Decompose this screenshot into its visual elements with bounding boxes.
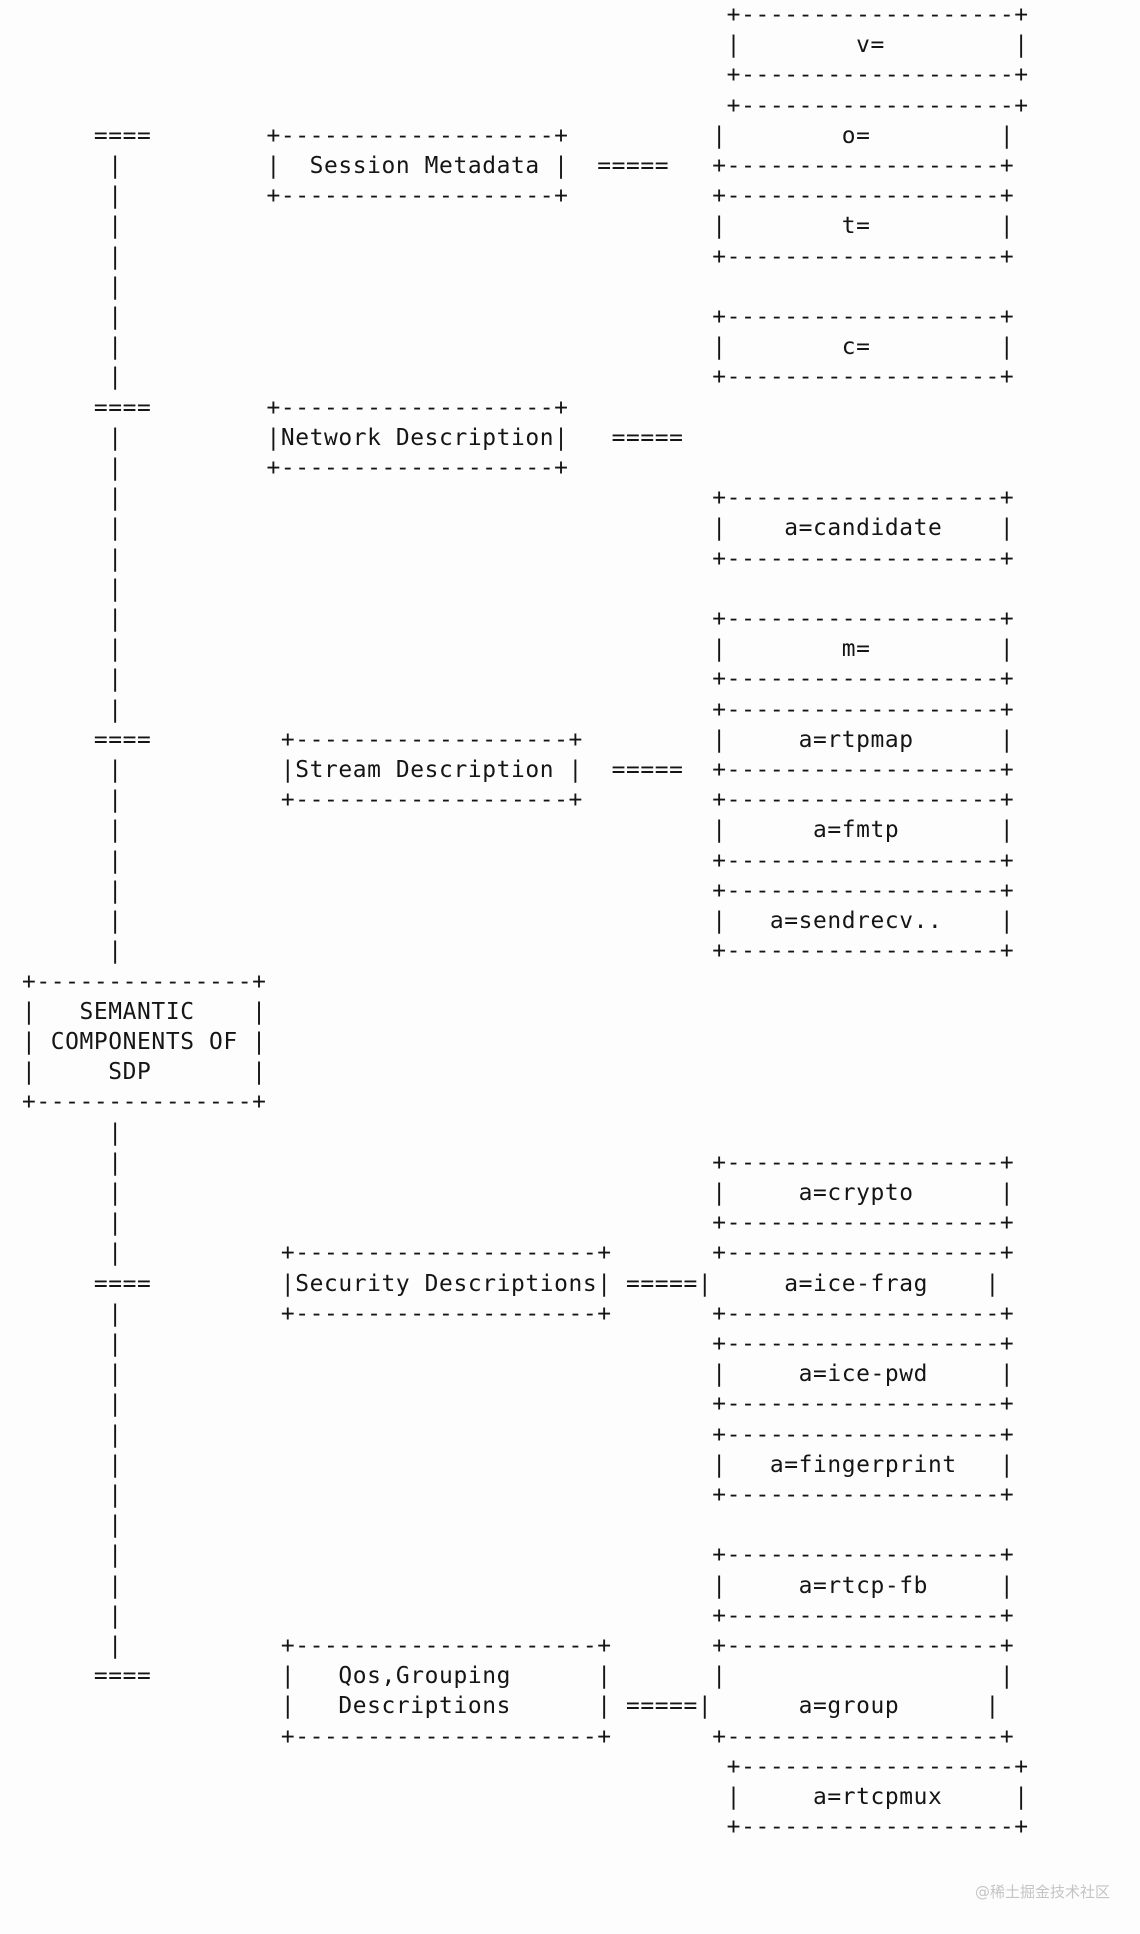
diagram-line: | [22, 575, 123, 602]
diagram-line: | |Network Description| ===== [22, 424, 684, 451]
diagram-line: | | a=rtcp-fb | [22, 1572, 1015, 1599]
diagram-line: | +-------------------+ [22, 485, 1015, 512]
diagram-line: +-------------------+ [22, 1753, 1029, 1780]
diagram-line: | | m= | [22, 636, 1015, 663]
diagram-line: | | a=ice-pwd | [22, 1361, 1015, 1388]
diagram-line: | +-------------------+ [22, 243, 1015, 270]
diagram-line: | +-------------------+ [22, 1481, 1015, 1508]
diagram-line: | | Session Metadata | ===== +----------… [22, 153, 1015, 180]
diagram-line: | a=rtcpmux | [22, 1783, 1029, 1810]
diagram-line: | | a=candidate | [22, 515, 1015, 542]
diagram-line: | +---------------------+ +-------------… [22, 1300, 1015, 1327]
diagram-line: | +-------------------+ [22, 1542, 1015, 1569]
diagram-line: +---------------+ [22, 1089, 267, 1116]
diagram-line: | +-------------------+ [22, 938, 1015, 965]
diagram-line: +-------------------+ [22, 1814, 1029, 1841]
watermark: @稀土掘金技术社区 [974, 1883, 1110, 1901]
diagram-line: | +---------------------+ +-------------… [22, 1632, 1015, 1659]
diagram-line: | +-------------------+ [22, 1210, 1015, 1237]
diagram-line: | +-------------------+ [22, 304, 1015, 331]
sdp-ascii-diagram: +-------------------+ | v= | +----------… [22, 0, 1029, 1842]
diagram-line: | +-------------------+ [22, 364, 1015, 391]
diagram-line: | +-------------------+ +---------------… [22, 183, 1015, 210]
diagram-line: | | a=fingerprint | [22, 1451, 1015, 1478]
diagram-line: | Descriptions | =====| a=group | [22, 1693, 1000, 1720]
diagram-line: | | a=sendrecv.. | [22, 908, 1015, 935]
diagram-line: | [22, 1512, 123, 1539]
diagram-line: ==== |Security Descriptions| =====| a=ic… [22, 1270, 1000, 1297]
diagram-line: +-------------------+ [22, 62, 1029, 89]
diagram-line: | | a=crypto | [22, 1179, 1015, 1206]
diagram-line: | SDP | [22, 1059, 267, 1086]
diagram-line: | +-------------------+ [22, 455, 569, 482]
diagram-line: | |Stream Description | ===== +---------… [22, 757, 1015, 784]
diagram-line: | | a=fmtp | [22, 817, 1015, 844]
diagram-line: | [22, 273, 123, 300]
diagram-line: | +-------------------+ [22, 1391, 1015, 1418]
diagram-line: | v= | [22, 32, 1029, 59]
diagram-line: | +-------------------+ [22, 1602, 1015, 1629]
diagram-line: | COMPONENTS OF | [22, 1028, 267, 1055]
diagram-line: ==== +-------------------+ | o= | [22, 122, 1015, 149]
diagram-line: | +-------------------+ [22, 1149, 1015, 1176]
diagram-line: | SEMANTIC | [22, 998, 267, 1025]
diagram-line: ==== | Qos,Grouping | | | [22, 1663, 1015, 1690]
diagram-line: | +---------------------+ +-------------… [22, 1240, 1015, 1267]
diagram-line: ==== +-------------------+ | a=rtpmap | [22, 726, 1015, 753]
diagram-line: +---------------+ [22, 968, 267, 995]
diagram-line: | +-------------------+ [22, 1330, 1015, 1357]
diagram-line: | | t= | [22, 213, 1015, 240]
diagram-line: | +-------------------+ [22, 1421, 1015, 1448]
diagram-line: | +-------------------+ [22, 545, 1015, 572]
diagram-line: | +-------------------+ [22, 877, 1015, 904]
diagram-line: | +-------------------+ [22, 666, 1015, 693]
diagram-line: ==== +-------------------+ [22, 394, 569, 421]
diagram-line: | [22, 1119, 123, 1146]
diagram-line: +---------------------+ +---------------… [22, 1723, 1015, 1750]
diagram-line: | +-------------------+ [22, 847, 1015, 874]
diagram-line: +-------------------+ [22, 92, 1029, 119]
diagram-line: +-------------------+ [22, 2, 1029, 28]
diagram-line: | | c= | [22, 334, 1015, 361]
diagram-line: | +-------------------+ [22, 696, 1015, 723]
diagram-line: | +-------------------+ [22, 606, 1015, 633]
diagram-line: | +-------------------+ +---------------… [22, 787, 1015, 814]
